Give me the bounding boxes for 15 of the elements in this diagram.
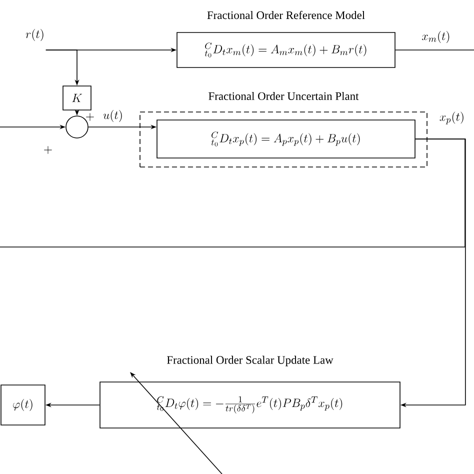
signal-label: $r(t)$ <box>26 29 44 41</box>
arrow <box>130 372 222 474</box>
block-box: ${}^{C}_{t_0}D_t x_p(t)=A_p x_p(t)+B_p u(t)$ <box>156 120 416 158</box>
block-box: $\varphi(t)$ <box>0 384 46 426</box>
block-title: Fractional Order Reference Model <box>207 10 365 20</box>
block-box: ${}^{C}_{t_0}D_t x_m(t)=A_m x_m(t)+B_m r(t)$ <box>176 32 396 68</box>
edge-label: $+$ <box>86 113 94 121</box>
edge-label: $+$ <box>44 146 52 154</box>
edge-label: $u(t)$ <box>103 110 122 122</box>
signal-line <box>0 138 466 248</box>
block-title: Fractional Order Uncertain Plant <box>208 92 359 100</box>
edge-label: $x_m(t)$ <box>422 31 450 43</box>
block-box: $K$ <box>62 86 92 110</box>
edge-label: $x_p(t)$ <box>440 112 464 124</box>
block-title: Fractional Order Scalar Update Law <box>166 356 334 366</box>
